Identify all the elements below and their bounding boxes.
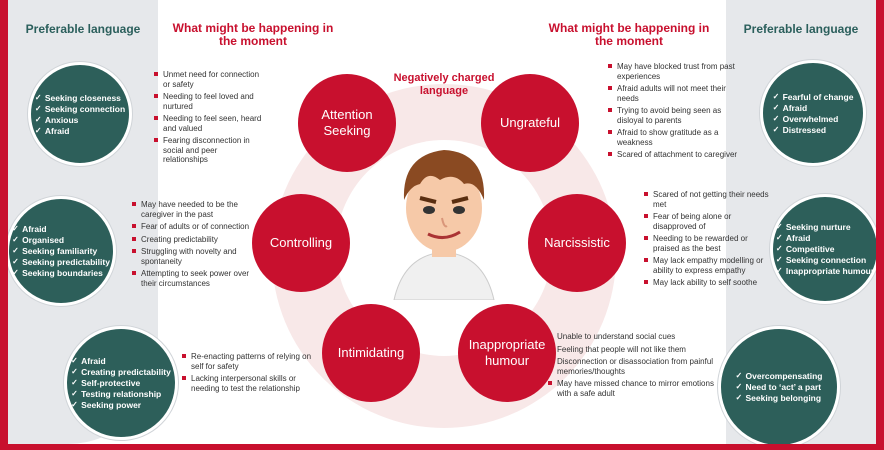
- happening-item: May lack empathy modelling or ability to…: [644, 256, 772, 275]
- happening-item: Feeling that people will not like them: [548, 345, 718, 355]
- preferable-item: Seeking nurture: [776, 222, 874, 232]
- preferable-attention-seeking: Seeking closeness Seeking connection Anx…: [28, 62, 132, 166]
- preferable-language-title-right: Preferable language: [743, 22, 859, 36]
- preferable-item: Fearful of change: [773, 92, 854, 102]
- preferable-item: Creating predictability: [71, 367, 171, 377]
- preferable-ungrateful: Fearful of change Afraid Overwhelmed Dis…: [760, 60, 866, 166]
- term-narcissistic: Narcissistic: [528, 194, 626, 292]
- preferable-item: Overcompensating: [736, 371, 823, 381]
- term-inappropriate-humour: Inappropriate humour: [458, 304, 556, 402]
- happening-item: Needing to be rewarded or praised as the…: [644, 234, 772, 253]
- happening-item: Creating predictability: [132, 235, 262, 245]
- happening-item: Needing to feel loved and nurtured: [154, 92, 264, 111]
- negatively-charged-language-label: Negatively charged language: [393, 72, 495, 97]
- happening-item: Struggling with novelty and spontaneity: [132, 247, 262, 266]
- preferable-item: Need to ‘act’ a part: [736, 382, 823, 392]
- happening-item: Afraid adults will not meet their needs: [608, 84, 748, 103]
- happening-title-left: What might be happening in the moment: [172, 21, 334, 48]
- happening-item: Unable to understand social cues: [548, 332, 718, 342]
- happening-intimidating: Re-enacting patterns of relying on self …: [182, 352, 312, 396]
- preferable-item: Inappropriate humour: [776, 266, 874, 276]
- happening-title-right: What might be happening in the moment: [548, 21, 710, 48]
- preferable-item: Seeking predictability: [12, 257, 110, 267]
- preferable-item: Seeking connection: [35, 104, 125, 114]
- boy-face-icon: [393, 150, 495, 300]
- preferable-item: Afraid: [71, 356, 171, 366]
- preferable-language-title-left: Preferable language: [25, 22, 141, 36]
- preferable-intimidating: Afraid Creating predictability Self-prot…: [64, 326, 178, 440]
- happening-item: Disconnection or disassociation from pai…: [548, 357, 718, 376]
- happening-item: Scared of not getting their needs met: [644, 190, 772, 209]
- preferable-inappropriate-humour: Overcompensating Need to ‘act’ a part Se…: [718, 326, 840, 444]
- term-attention-seeking: Attention Seeking: [298, 74, 396, 172]
- happening-item: Attempting to seek power over their circ…: [132, 269, 262, 288]
- preferable-item: Seeking belonging: [736, 393, 823, 403]
- preferable-item: Self-protective: [71, 378, 171, 388]
- preferable-narcissistic: Seeking nurture Afraid Competitive Seeki…: [770, 194, 876, 304]
- preferable-item: Seeking boundaries: [12, 268, 110, 278]
- term-ungrateful: Ungrateful: [481, 74, 579, 172]
- happening-item: May have missed chance to mirror emotion…: [548, 379, 718, 398]
- happening-item: Fear of being alone or disapproved of: [644, 212, 772, 231]
- happening-item: Trying to avoid being seen as disloyal t…: [608, 106, 748, 125]
- term-controlling: Controlling: [252, 194, 350, 292]
- happening-item: Scared of attachment to caregiver: [608, 150, 748, 160]
- preferable-item: Seeking familiarity: [12, 246, 110, 256]
- preferable-item: Competitive: [776, 244, 874, 254]
- preferable-item: Afraid: [773, 103, 854, 113]
- preferable-item: Distressed: [773, 125, 854, 135]
- preferable-item: Afraid: [776, 233, 874, 243]
- happening-narcissistic: Scared of not getting their needs met Fe…: [644, 190, 772, 291]
- happening-item: Needing to feel seen, heard and valued: [154, 114, 264, 133]
- preferable-item: Organised: [12, 235, 110, 245]
- preferable-item: Afraid: [12, 224, 110, 234]
- happening-inappropriate-humour: Unable to understand social cues Feeling…: [548, 332, 718, 401]
- happening-item: Afraid to show gratitude as a weakness: [608, 128, 748, 147]
- happening-item: Unmet need for connection or safety: [154, 70, 264, 89]
- happening-item: Re-enacting patterns of relying on self …: [182, 352, 312, 371]
- happening-item: May have needed to be the caregiver in t…: [132, 200, 262, 219]
- happening-item: Fear of adults or of connection: [132, 222, 262, 232]
- term-intimidating: Intimidating: [322, 304, 420, 402]
- happening-item: Fearing disconnection in social and peer…: [154, 136, 264, 165]
- preferable-item: Anxious: [35, 115, 125, 125]
- happening-item: May have blocked trust from past experie…: [608, 62, 748, 81]
- preferable-item: Testing relationship: [71, 389, 171, 399]
- preferable-item: Seeking power: [71, 400, 171, 410]
- preferable-item: Seeking closeness: [35, 93, 125, 103]
- preferable-item: Afraid: [35, 126, 125, 136]
- preferable-item: Seeking connection: [776, 255, 874, 265]
- happening-ungrateful: May have blocked trust from past experie…: [608, 62, 748, 163]
- happening-controlling: May have needed to be the caregiver in t…: [132, 200, 262, 291]
- happening-item: May lack ability to self soothe: [644, 278, 772, 288]
- preferable-controlling: Afraid Organised Seeking familiarity See…: [8, 196, 116, 306]
- happening-item: Lacking interpersonal skills or needing …: [182, 374, 312, 393]
- preferable-item: Overwhelmed: [773, 114, 854, 124]
- infographic-panel: Preferable language Preferable language …: [8, 0, 876, 444]
- happening-attention-seeking: Unmet need for connection or safety Need…: [154, 70, 264, 168]
